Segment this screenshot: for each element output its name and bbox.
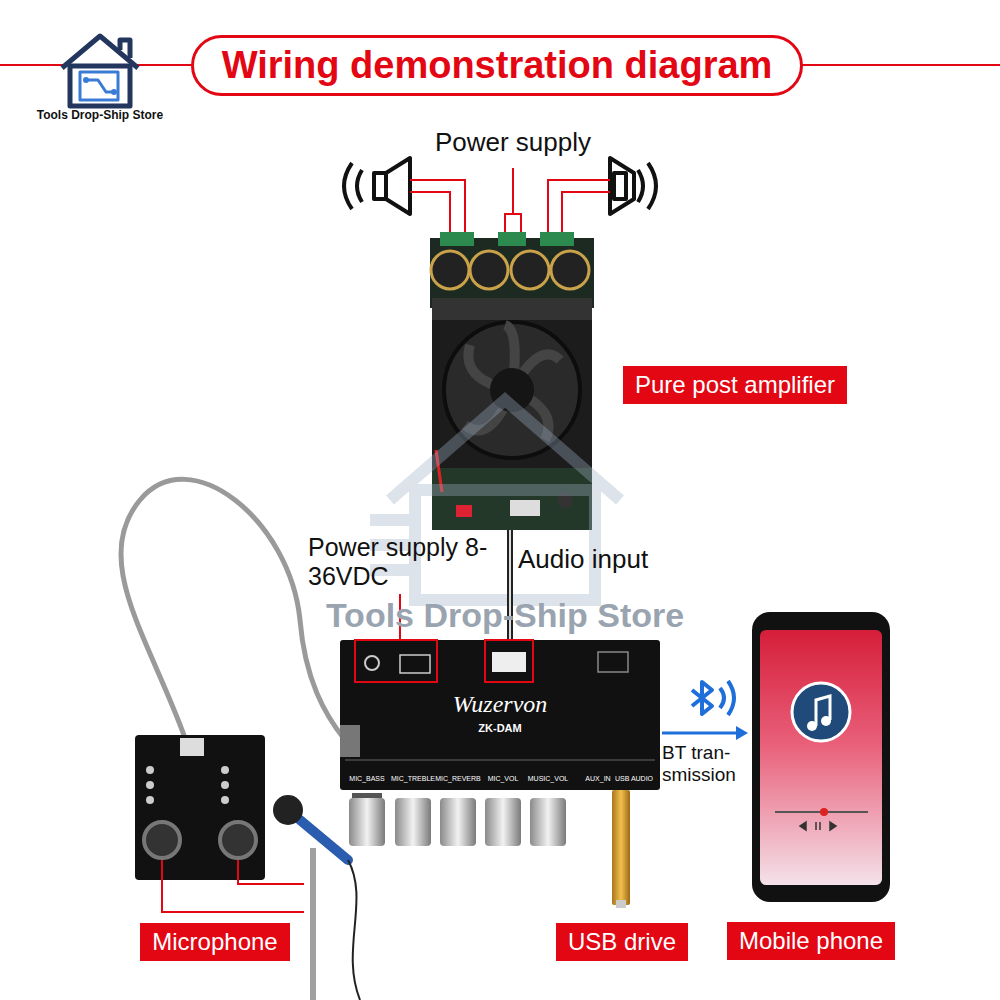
speaker-symbol	[344, 158, 656, 214]
knob-label: MUSIC_VOL	[528, 775, 568, 782]
phone-illustration	[752, 612, 890, 902]
knob	[349, 798, 566, 846]
label-text: USB drive	[568, 927, 676, 957]
port-label: USB AUDIO	[615, 775, 653, 782]
bt-label: BT tran- smission	[662, 742, 754, 786]
speaker-wire	[410, 168, 610, 240]
label-text: Pure post amplifier	[635, 370, 835, 400]
leader-line	[162, 860, 304, 912]
knob-label: MIC_VOL	[488, 775, 519, 782]
audio-label: Audio input	[518, 545, 648, 575]
mobile-phone-label: Mobile phone	[727, 922, 895, 960]
model-name: ZK-DAM	[478, 723, 521, 734]
logo-icon	[62, 36, 138, 106]
title-banner: Wiring demonstration diagram	[191, 35, 804, 96]
knob-label: MIC_TREBLE	[391, 775, 435, 782]
port-label: AUX_IN	[585, 775, 610, 782]
bluetooth-symbol	[692, 681, 734, 715]
usb-drive	[612, 790, 630, 905]
bt-arrow	[662, 732, 738, 735]
preamp-board	[340, 640, 660, 799]
preamp-board: WuzervonZK-DAM MIC_BASS MIC_TREBLEMIC_REVE…	[340, 640, 660, 790]
amplifier-label: Pure post amplifier	[623, 366, 847, 404]
mic-cable	[121, 479, 345, 740]
watermark-text: Tools Drop-Ship Store	[326, 596, 684, 635]
bt-arrow	[736, 726, 748, 740]
microphone-label: Microphone	[140, 923, 289, 961]
power-label: Power supply	[435, 128, 591, 158]
power-label: Power supply 8-36VDC	[308, 533, 498, 591]
label-text: Microphone	[152, 927, 277, 957]
label-text: Mobile phone	[739, 926, 883, 956]
brand-name: Wuzervon	[453, 692, 548, 716]
knob-label: MIC_BASS	[349, 775, 384, 782]
mic-jack-panel	[135, 735, 265, 880]
usb-drive-label: USB drive	[556, 923, 688, 961]
knob-label: MIC_REVERB	[435, 775, 481, 782]
microphone-symbol	[273, 795, 360, 1000]
store-name: Tools Drop-Ship Store	[37, 109, 163, 123]
usb-drive	[616, 900, 626, 908]
